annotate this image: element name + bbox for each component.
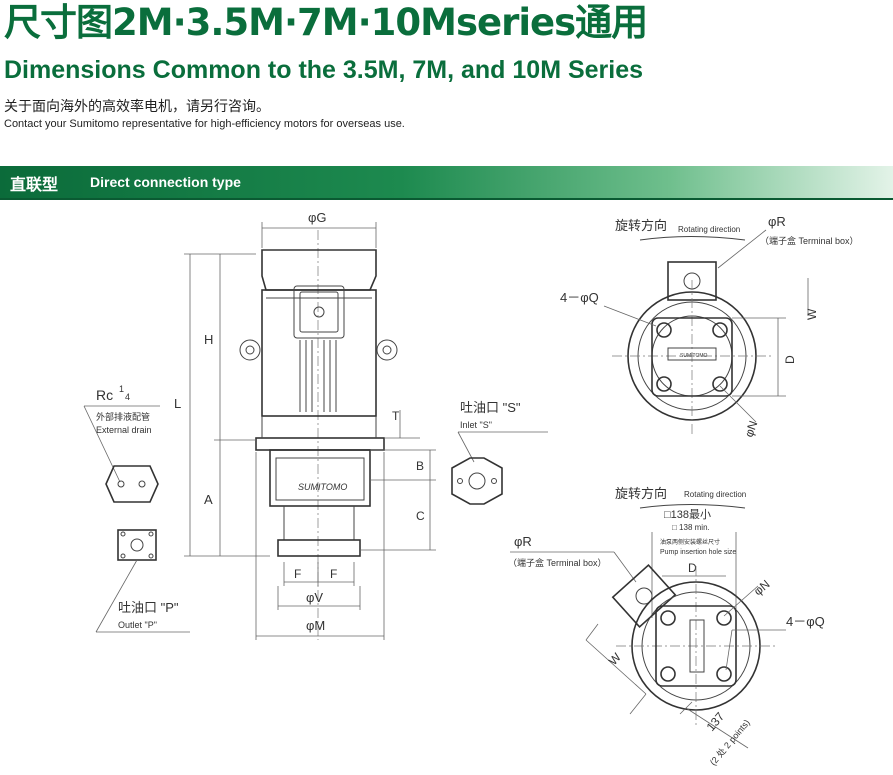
top2-terminal-box: （端子盒 Terminal box） xyxy=(508,557,607,568)
dim-F2: F xyxy=(330,567,337,581)
dim-B: B xyxy=(416,459,424,473)
pump-logo: SUMITOMO xyxy=(298,482,347,492)
inlet-label-en: Inlet "S" xyxy=(460,420,492,430)
top2-dim-137: 137 xyxy=(704,709,728,734)
top2-phiN: φN xyxy=(751,577,773,598)
dim-phiG: φG xyxy=(308,210,327,225)
section-label-cn: 直联型 xyxy=(10,175,59,194)
min-label-en: □ 138 min. xyxy=(672,523,710,532)
top2-bolt-holes: 4－φQ xyxy=(786,614,825,629)
outlet-port: 吐油口 "P" Outlet "P" xyxy=(95,529,190,633)
dim-phiV: φV xyxy=(306,590,323,605)
top-view-2: 旋转方向 Rotating direction □138最小 □ 138 min… xyxy=(508,486,825,767)
section-header: 直联型 Direct connection type xyxy=(0,166,893,200)
note-cn: 关于面向海外的高效率电机，请另行咨询。 xyxy=(4,99,270,115)
top-view-1: 旋转方向 Rotating direction φR （端子盒 Terminal… xyxy=(560,214,859,439)
rotation-label-cn-1: 旋转方向 xyxy=(615,218,667,233)
dim-A: A xyxy=(204,492,213,507)
dim-C: C xyxy=(416,509,425,523)
page-title-en: Dimensions Common to the 3.5M, 7M, and 1… xyxy=(4,56,644,84)
page-title-cn: 尺寸图2M·3.5M·7M·10Mseries通用 xyxy=(4,1,648,44)
top1-bolt-holes: 4－φQ xyxy=(560,290,599,305)
top1-pump-text: SUMITOMO xyxy=(680,353,708,359)
rotation-label-en-2: Rotating direction xyxy=(684,490,746,499)
top2-D: D xyxy=(688,561,697,575)
dim-L: L xyxy=(174,396,181,411)
external-drain: Rc 1 4 外部排液配管 External drain xyxy=(83,384,160,503)
front-view: SUMITOMO φG L H A T B C xyxy=(174,210,436,640)
drain-rc-sub: 4 xyxy=(125,392,130,402)
drain-rc-sup: 1 xyxy=(119,384,124,394)
top2-phiR: φR xyxy=(514,534,532,549)
top1-D: D xyxy=(783,355,797,364)
dimension-drawing: SUMITOMO φG L H A T B C xyxy=(83,210,859,767)
dim-T: T xyxy=(392,409,400,423)
note-en: Contact your Sumitomo representative for… xyxy=(4,118,405,130)
top1-phiR: φR xyxy=(768,214,786,229)
insertion-label-en: Pump insertion hole size xyxy=(660,549,736,556)
section-label-en: Direct connection type xyxy=(90,174,241,190)
top2-W: W xyxy=(606,650,624,668)
inlet-label-cn: 吐油口 "S" xyxy=(460,400,521,415)
insertion-label-cn: 油泵两侧安装螺丝尺寸 xyxy=(660,538,720,546)
rotation-label-en-1: Rotating direction xyxy=(678,225,740,234)
outlet-label-en: Outlet "P" xyxy=(118,620,157,630)
dim-H: H xyxy=(204,332,213,347)
drain-label-en: External drain xyxy=(96,425,152,435)
top1-W: W xyxy=(805,308,819,320)
inlet-port: 吐油口 "S" Inlet "S" xyxy=(451,400,548,505)
top1-terminal-box: （端子盒 Terminal box） xyxy=(760,235,859,246)
dim-phiM: φM xyxy=(306,618,325,633)
top1-phiN: φN xyxy=(742,419,761,439)
outlet-label-cn: 吐油口 "P" xyxy=(118,600,179,615)
dim-F1: F xyxy=(294,567,301,581)
rotation-label-cn-2: 旋转方向 xyxy=(615,486,667,501)
min-label-cn: □138最小 xyxy=(664,508,711,521)
drain-label-cn: 外部排液配管 xyxy=(96,411,150,422)
drain-rc: Rc xyxy=(96,387,113,403)
